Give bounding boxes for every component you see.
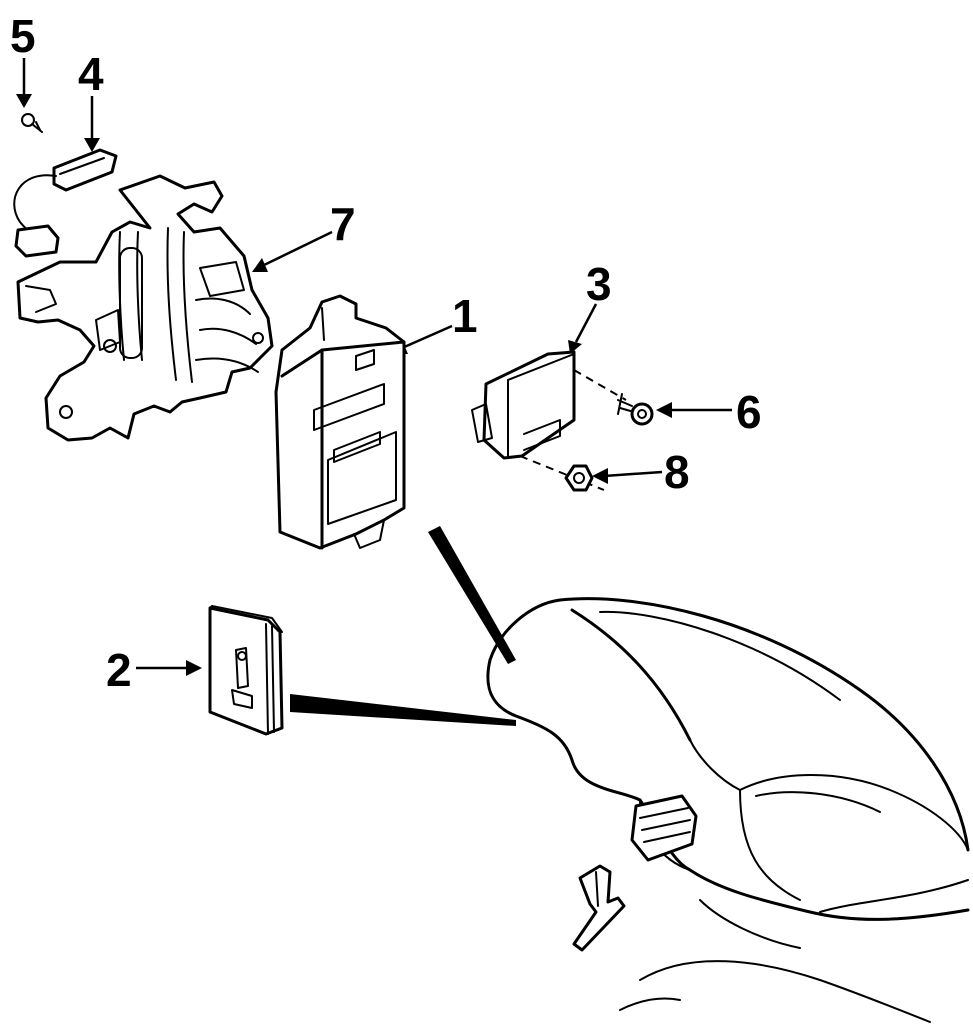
dashboard-outline (486, 597, 970, 1023)
callout-2: 2 (106, 644, 202, 696)
leader-lines (290, 526, 516, 726)
callout-1-label: 1 (452, 290, 478, 342)
callout-5: 5 (10, 10, 36, 108)
callout-5-label: 5 (10, 10, 36, 62)
control-module-part-1 (274, 294, 406, 550)
callout-3-label: 3 (586, 258, 612, 310)
callout-2-label: 2 (106, 644, 132, 696)
screw-part-5 (21, 113, 43, 133)
callout-6: 6 (656, 386, 762, 438)
switch-part-2 (208, 605, 284, 736)
callout-4: 4 (78, 48, 104, 152)
callout-7: 7 (252, 198, 356, 272)
callout-4-label: 4 (78, 48, 104, 100)
bracket-part-7 (16, 174, 274, 442)
callout-3: 3 (568, 258, 612, 354)
bolt-part-6 (617, 393, 654, 426)
callout-8: 8 (592, 446, 690, 498)
callout-8-label: 8 (664, 446, 690, 498)
callout-6-label: 6 (736, 386, 762, 438)
callout-7-label: 7 (330, 198, 356, 250)
nut-part-8 (564, 464, 594, 492)
relay-part-3 (471, 350, 627, 491)
sensor-part-4 (13, 148, 118, 258)
